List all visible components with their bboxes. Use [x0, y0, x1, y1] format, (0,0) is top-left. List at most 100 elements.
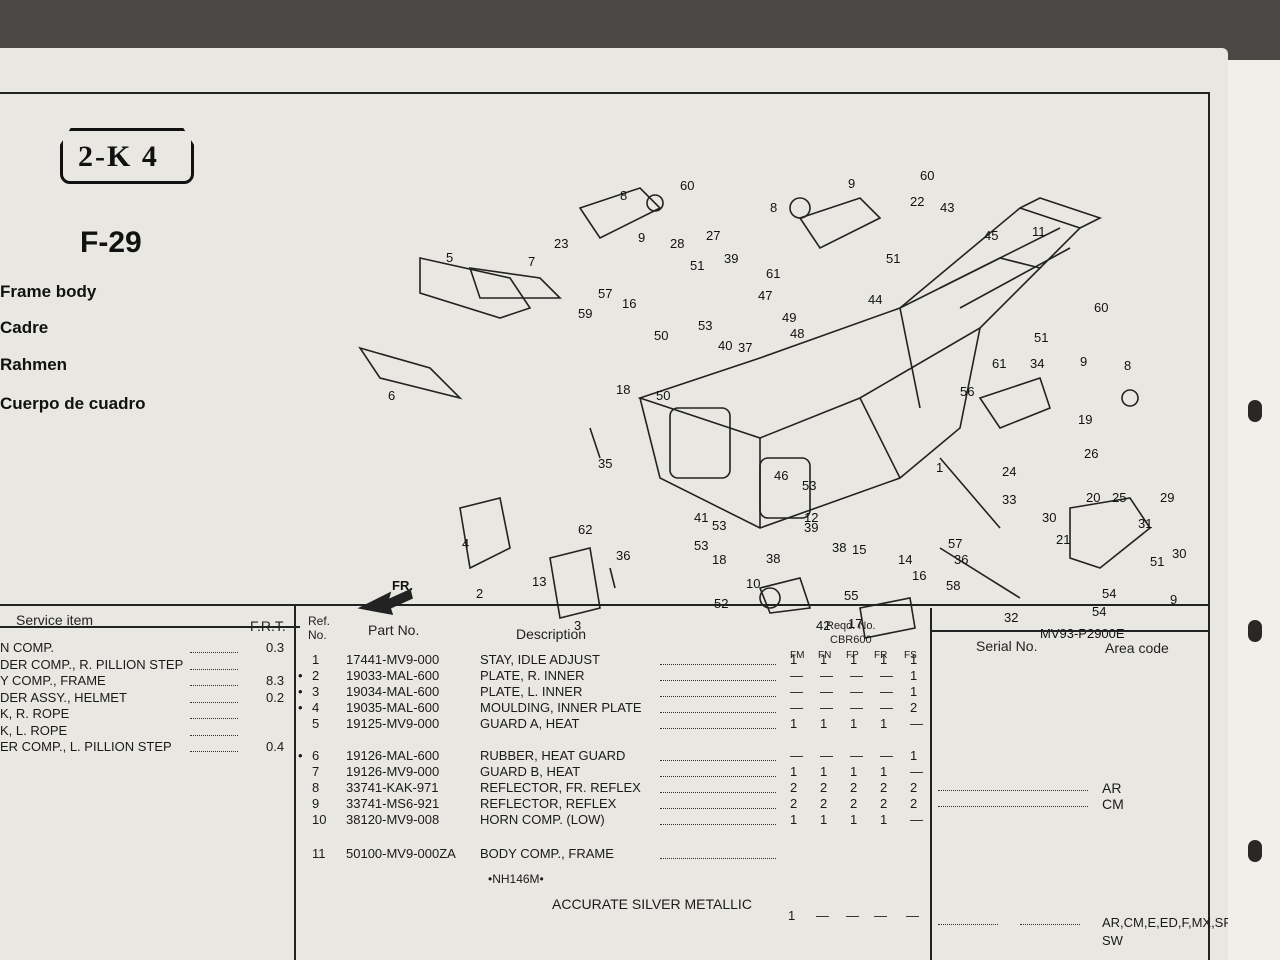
row-qty: 2 [880, 780, 888, 795]
row-mark: • [298, 684, 303, 699]
callout-55: 55 [844, 588, 858, 603]
row-leader [660, 776, 776, 777]
callout-12: 12 [804, 510, 818, 525]
service-item-frt: 0.2 [266, 689, 285, 705]
row-qty: — [910, 812, 923, 827]
row-description: BODY COMP., FRAME [480, 846, 614, 861]
header-area-code: Area code [1105, 640, 1169, 656]
callout-3: 3 [574, 618, 581, 633]
row-qty: 1 [880, 652, 888, 667]
row-qty: 1 [820, 812, 828, 827]
row-ref: 10 [312, 812, 327, 827]
frame-lower-rail [639, 327, 981, 529]
callout-61: 61 [766, 266, 780, 281]
row-qty: 2 [820, 796, 828, 811]
callout-27: 27 [706, 228, 720, 243]
row-qty: — [820, 700, 833, 715]
callout-46: 46 [774, 468, 788, 483]
callout-17: 17 [848, 616, 862, 631]
row-qty: — [820, 684, 833, 699]
row-area-code: AR [1102, 780, 1122, 796]
row-part-no: 50100-MV9-000ZA [346, 846, 456, 861]
callout-53: 53 [712, 518, 726, 533]
callout-54: 54 [1092, 604, 1106, 619]
row-part-no: 19034-MAL-600 [346, 684, 440, 699]
callout-31: 31 [1138, 516, 1152, 531]
row-qty: — [850, 668, 863, 683]
row-leader [660, 680, 776, 681]
callout-56: 56 [960, 384, 974, 399]
row-qty: 1 [880, 764, 888, 779]
callout-47: 47 [758, 288, 772, 303]
callout-62: 62 [578, 522, 592, 537]
callout-13: 13 [532, 574, 546, 589]
serial-leader [938, 806, 1088, 807]
row-qty: 1 [910, 668, 918, 683]
reflector-8c [1121, 389, 1139, 407]
service-item-leader [190, 685, 238, 686]
service-item-leader [190, 718, 238, 719]
callout-18: 18 [616, 382, 630, 397]
top-rule [0, 92, 1210, 94]
right-rule [1208, 92, 1210, 960]
color-qty: — [846, 908, 859, 923]
service-item-frt: 0.3 [266, 640, 285, 655]
binder-hole [1248, 840, 1262, 862]
callout-9: 9 [1170, 592, 1177, 607]
row-qty: 1 [820, 764, 828, 779]
callout-28: 28 [670, 236, 684, 251]
row-description: PLATE, R. INNER [480, 668, 585, 683]
column-divider [294, 604, 296, 960]
color-name: ACCURATE SILVER METALLIC [552, 896, 752, 912]
reflector-8 [646, 194, 664, 212]
variant-col-fp: FP [846, 650, 859, 661]
row-qty: — [880, 700, 893, 715]
service-item-name: Y COMP., FRAME [0, 673, 106, 688]
frame-pivot-plate [759, 457, 811, 519]
row-qty: — [790, 668, 803, 683]
pillion-step-holder-r [798, 197, 882, 250]
row-description: STAY, IDLE ADJUST [480, 652, 600, 667]
service-item-name: K, R. ROPE [0, 706, 70, 721]
callout-40: 40 [718, 338, 732, 353]
callout-41: 41 [694, 510, 708, 525]
binder-edge [1226, 60, 1280, 960]
color-qty: — [906, 908, 919, 923]
color-area-code: AR,CM,E,ED,F,MX,SP SW [1102, 915, 1228, 948]
callout-29: 29 [1160, 490, 1174, 505]
row-qty: 2 [820, 780, 828, 795]
row-area-code: CM [1102, 796, 1124, 812]
row-description: HORN COMP. (LOW) [480, 812, 605, 827]
service-item-name: N COMP. [0, 640, 54, 655]
callout-51: 51 [886, 251, 900, 266]
callout-8: 8 [770, 200, 777, 215]
row-description: REFLECTOR, REFLEX [480, 796, 617, 811]
row-qty: — [790, 684, 803, 699]
service-item-leader [190, 734, 238, 736]
row-qty: 1 [850, 652, 858, 667]
row-qty: 1 [790, 716, 798, 731]
variant-col-fs: FS [904, 650, 917, 661]
callout-16: 16 [622, 296, 636, 311]
row-qty: 1 [910, 684, 918, 699]
callout-57: 57 [598, 286, 612, 301]
callout-15: 15 [852, 542, 866, 557]
row-description: PLATE, L. INNER [480, 684, 583, 699]
callout-51: 51 [690, 258, 704, 273]
callout-36: 36 [616, 548, 630, 563]
bolt-36 [609, 567, 616, 589]
heat-guard-b [468, 267, 562, 299]
row-qty: — [880, 748, 893, 763]
diagram-code: MV93-P2900E [1040, 626, 1125, 641]
callout-54: 54 [1102, 586, 1116, 601]
row-part-no: 33741-KAK-971 [346, 780, 439, 795]
serial-leader [938, 790, 1088, 791]
callout-33: 33 [1002, 492, 1016, 507]
callout-30: 30 [1172, 546, 1186, 561]
rubber-heat-guard [358, 346, 463, 400]
row-ref: 3 [312, 684, 320, 699]
row-qty: 2 [910, 796, 918, 811]
callout-9: 9 [638, 230, 645, 245]
service-item-name: DER COMP., R. PILLION STEP [0, 656, 184, 672]
